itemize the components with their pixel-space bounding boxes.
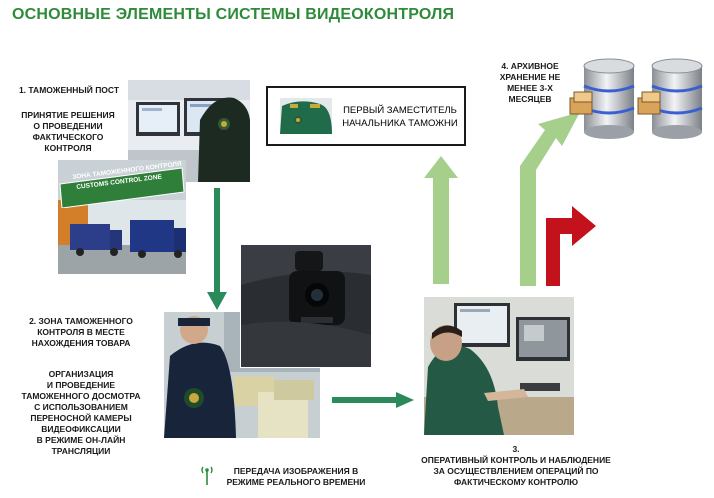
deputy-head-box: ПЕРВЫЙ ЗАМЕСТИТЕЛЬ НАЧАЛЬНИКА ТАМОЖНИ (266, 86, 466, 146)
transmission-line: ПЕРЕДАЧА ИЗОБРАЖЕНИЯ В (233, 466, 359, 476)
step4-line: 4. АРХИВНОЕ (501, 61, 559, 71)
step1-line: КОНТРОЛЯ (44, 143, 92, 153)
customs-zone-sign: ЗОНА ТАМОЖЕННОГО КОНТРОЛЯ CUSTOMS CONTRO… (58, 161, 186, 208)
body-camera-photo (240, 244, 372, 368)
step2-heading-line: КОНТРОЛЯ В МЕСТЕ (37, 327, 125, 337)
step2-line: ТАМОЖЕННОГО ДОСМОТРА (21, 391, 141, 401)
step4-line: ХРАНЕНИЕ НЕ (499, 72, 561, 82)
arrow-up-to-deputy (424, 156, 458, 284)
antenna-icon (200, 462, 214, 486)
step2-heading-line: 2. ЗОНА ТАМОЖЕННОГО (29, 316, 133, 326)
arrow-down-to-step2 (206, 188, 228, 310)
deputy-photo (280, 98, 332, 134)
step2-text: ОРГАНИЗАЦИЯ И ПРОВЕДЕНИЕ ТАМОЖЕННОГО ДОС… (6, 369, 156, 457)
step4-line: МЕНЕЕ 3-Х (507, 83, 553, 93)
step3-line: ЗА ОСУЩЕСТВЛЕНИЕМ ОПЕРАЦИЙ ПО (433, 466, 599, 476)
step2-line: ТРАНСЛЯЦИИ (51, 446, 111, 456)
arrow-up-to-archive (512, 112, 580, 286)
page-title: ОСНОВНЫЕ ЭЛЕМЕНТЫ СИСТЕМЫ ВИДЕОКОНТРОЛЯ (12, 6, 455, 23)
step2-heading-line: НАХОЖДЕНИЯ ТОВАРА (31, 338, 131, 348)
customs-office-photo (128, 80, 250, 182)
red-return-arrow (542, 194, 596, 286)
step3-text: 3. ОПЕРАТИВНЫЙ КОНТРОЛЬ И НАБЛЮДЕНИЕ ЗА … (408, 444, 624, 488)
step1-text: ПРИНЯТИЕ РЕШЕНИЯ О ПРОВЕДЕНИИ ФАКТИЧЕСКО… (8, 110, 128, 154)
step3-line: ОПЕРАТИВНЫЙ КОНТРОЛЬ И НАБЛЮДЕНИЕ (421, 455, 611, 465)
step1-heading: 1. ТАМОЖЕННЫЙ ПОСТ (18, 85, 120, 95)
step1-line: ПРИНЯТИЕ РЕШЕНИЯ (21, 110, 115, 120)
step2-line: С ИСПОЛЬЗОВАНИЕМ (34, 402, 128, 412)
step3-line: ФАКТИЧЕСКОМУ КОНТРОЛЮ (453, 477, 578, 487)
step2-heading: 2. ЗОНА ТАМОЖЕННОГО КОНТРОЛЯ В МЕСТЕ НАХ… (6, 316, 156, 349)
step2-line: ОРГАНИЗАЦИЯ (48, 369, 114, 379)
transmission-text: ПЕРЕДАЧА ИЗОБРАЖЕНИЯ В РЕЖИМЕ РЕАЛЬНОГО … (212, 466, 380, 488)
step3-heading: 3. (512, 444, 520, 454)
step2-line: И ПРОВЕДЕНИЕ (46, 380, 116, 390)
deputy-line: ПЕРВЫЙ ЗАМЕСТИТЕЛЬ (343, 105, 457, 116)
step1-line: О ПРОВЕДЕНИИ (33, 121, 103, 131)
deputy-line: НАЧАЛЬНИКА ТАМОЖНИ (342, 118, 458, 129)
step2-line: ВИДЕОФИКСАЦИИ (41, 424, 121, 434)
deputy-text: ПЕРВЫЙ ЗАМЕСТИТЕЛЬ НАЧАЛЬНИКА ТАМОЖНИ (336, 104, 464, 130)
arrow-right-to-step3 (332, 392, 414, 408)
step2-line: ПЕРЕНОСНОЙ КАМЕРЫ (30, 413, 132, 423)
step4-text: 4. АРХИВНОЕ ХРАНЕНИЕ НЕ МЕНЕЕ 3-Х МЕСЯЦЕ… (488, 61, 572, 105)
customs-zone-photo: ЗОНА ТАМОЖЕННОГО КОНТРОЛЯ CUSTOMS CONTRO… (58, 160, 186, 274)
transmission-line: РЕЖИМЕ РЕАЛЬНОГО ВРЕМЕНИ (226, 477, 366, 487)
step1-line: ФАКТИЧЕСКОГО (32, 132, 104, 142)
step4-line: МЕСЯЦЕВ (508, 94, 552, 104)
database-storage-icon (568, 58, 708, 142)
step2-line: В РЕЖИМЕ ОН-ЛАЙН (36, 435, 126, 445)
monitoring-room-photo (424, 297, 574, 435)
